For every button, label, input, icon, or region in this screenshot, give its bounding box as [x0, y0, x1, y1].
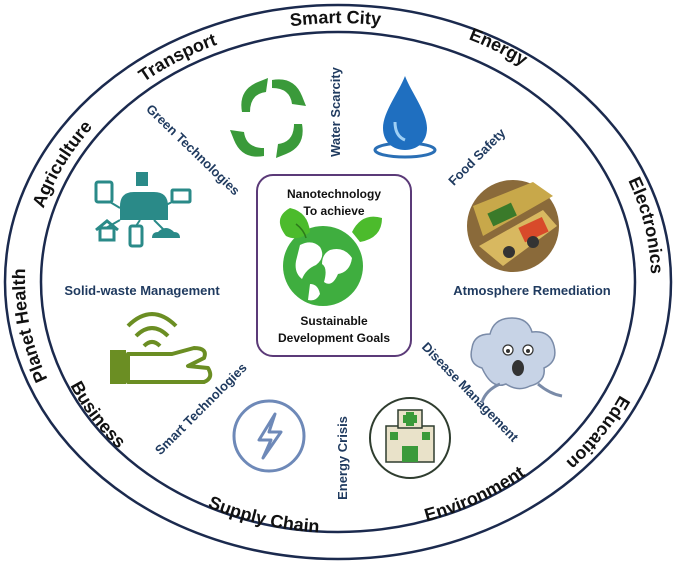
label-electronics: Electronics: [624, 174, 667, 275]
center-line-3: Sustainable: [300, 314, 368, 328]
label-agriculture: Agriculture: [28, 116, 95, 210]
hospital-icon: [369, 397, 451, 479]
harvester-icon: [467, 180, 559, 272]
green-earth-icon: [279, 208, 382, 306]
label-water-scarcity: Water Scarcity: [328, 66, 343, 157]
label-energy-crisis: Energy Crisis: [335, 416, 350, 500]
outer-ring: [3, 3, 673, 561]
label-green-technologies: Green Technologies: [143, 101, 243, 198]
label-atmosphere-remediation: Atmosphere Remediation: [453, 283, 611, 298]
smart-circuit-icon: [94, 172, 192, 248]
center-line-4: Development Goals: [278, 331, 390, 345]
center-line-1: Nanotechnology: [287, 187, 381, 201]
recycle-icon: [230, 78, 306, 158]
water-drop-icon: [373, 76, 437, 159]
label-smart-city: Smart City: [289, 7, 382, 30]
smart-hand-icon: [110, 312, 213, 384]
label-supply-chain: Supply Chain: [206, 492, 320, 536]
label-business: Business: [67, 378, 130, 452]
label-energy: Energy: [467, 24, 531, 69]
center-line-2: To achieve: [303, 204, 364, 218]
label-solid-waste-management: Solid-waste Management: [64, 283, 220, 298]
label-food-safety: Food Safety: [445, 125, 509, 189]
lightning-icon: [232, 399, 306, 473]
polluted-cloud-icon: [470, 317, 563, 403]
inner-ring: [39, 30, 637, 534]
label-environment: Environment: [422, 462, 528, 525]
